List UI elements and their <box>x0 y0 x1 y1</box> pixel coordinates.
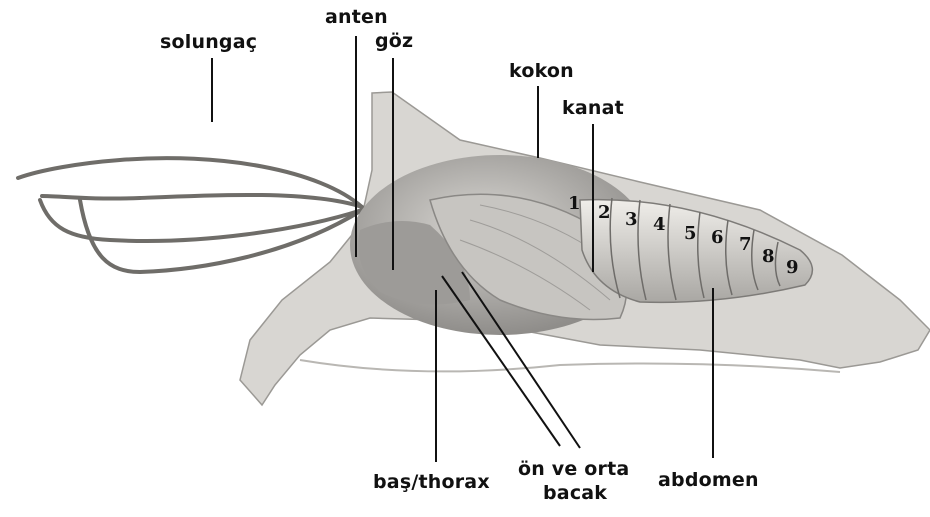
segment-number: 9 <box>786 257 799 278</box>
gill-filaments <box>18 158 362 272</box>
segment-number: 5 <box>684 223 697 244</box>
segment-number: 7 <box>739 234 752 255</box>
segment-number: 4 <box>653 214 666 235</box>
segment-number: 1 <box>568 193 581 214</box>
label-kanat: kanat <box>562 97 624 119</box>
label-kokon: kokon <box>509 60 574 82</box>
label-solungac: solungaç <box>160 31 257 53</box>
label-goz: göz <box>375 30 413 52</box>
label-anten: anten <box>325 6 388 28</box>
segment-number: 8 <box>762 246 775 267</box>
abdomen-shape <box>580 200 812 303</box>
label-abdomen: abdomen <box>658 469 759 491</box>
label-on-ve-orta: ön ve orta <box>518 458 629 480</box>
segment-number: 2 <box>598 202 611 223</box>
cocoon-texture <box>300 360 840 372</box>
label-bas-thorax: baş/thorax <box>373 471 490 493</box>
segment-number: 6 <box>711 227 724 248</box>
label-bacak: bacak <box>543 482 607 504</box>
segment-number: 3 <box>625 209 638 230</box>
